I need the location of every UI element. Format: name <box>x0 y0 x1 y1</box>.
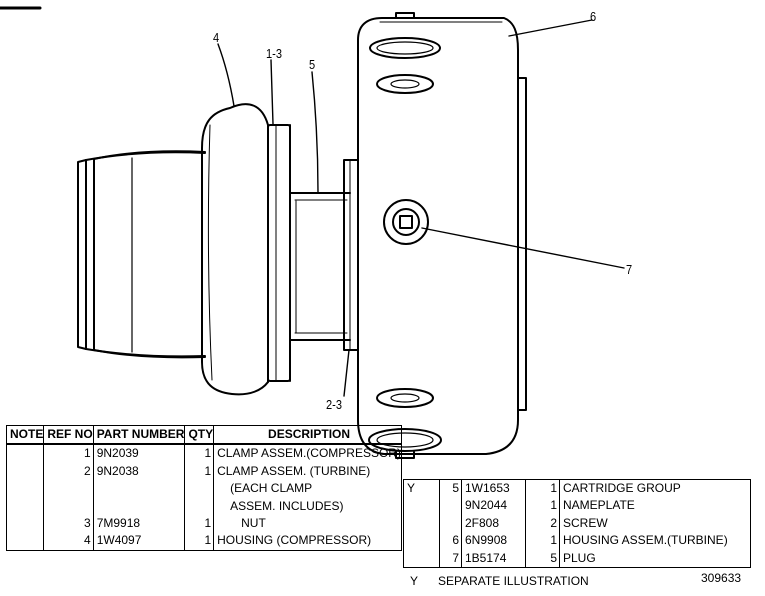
table-row: 7 1B5174 5 PLUG <box>403 549 751 568</box>
table-row: 3 7M9918 1 NUT <box>6 515 402 533</box>
cell-qty: 2 <box>525 514 560 533</box>
cell-qty: 1 <box>184 444 215 463</box>
compressor-housing <box>201 103 269 396</box>
cell-part: 1W4097 <box>93 532 186 551</box>
cell-ref <box>43 480 94 498</box>
cell-qty: 1 <box>184 532 215 551</box>
table-row: (EACH CLAMP <box>6 480 402 498</box>
callout-1-3: 1-3 <box>266 46 282 61</box>
compressor-outlet <box>77 150 206 359</box>
cell-part: 7M9918 <box>93 515 186 533</box>
footnote-mark: Y <box>410 574 419 588</box>
turbine-clamp <box>343 159 359 351</box>
cell-desc: HOUSING (COMPRESSOR) <box>217 533 372 548</box>
cell-note <box>6 515 45 533</box>
cell-part <box>93 480 186 498</box>
cell-part: 2F808 <box>461 514 526 533</box>
cell-note <box>403 532 440 550</box>
callout-2-3: 2-3 <box>326 397 342 412</box>
cell-part: 1W1653 <box>461 479 526 498</box>
table-row: Y 5 1W1653 1 CARTRIDGE GROUP <box>403 479 751 498</box>
table-row: 2F808 2 SCREW <box>403 514 751 533</box>
turbine-housing <box>357 12 527 459</box>
header-ref-no: REF NO <box>43 425 94 446</box>
cell-ref: 7 <box>439 549 462 568</box>
cell-ref: 3 <box>43 515 94 533</box>
cell-desc: ASSEM. INCLUDES) <box>230 498 344 513</box>
cell-ref: 5 <box>439 479 462 498</box>
cell-desc: CLAMP ASSEM.(COMPRESSOR) <box>217 446 401 461</box>
leader-lines <box>217 19 625 397</box>
header-qty: QTY <box>184 425 215 446</box>
cell-note <box>403 514 440 533</box>
cell-note: Y <box>403 479 440 498</box>
plug <box>383 199 429 245</box>
cell-desc: SCREW <box>563 515 608 530</box>
cell-qty: 1 <box>525 479 560 498</box>
table-header-row: NOTE REF NO PART NUMBER QTY DESCRIPTION <box>6 425 402 446</box>
cell-part: 9N2039 <box>93 444 186 463</box>
cell-part: 9N2038 <box>93 462 186 481</box>
cell-note <box>6 497 45 516</box>
table-row: 2 9N2038 1 CLAMP ASSEM. (TURBINE) <box>6 462 402 481</box>
cell-desc: CLAMP ASSEM. (TURBINE) <box>217 463 371 478</box>
footnote-text: SEPARATE ILLUSTRATION <box>438 574 589 588</box>
cell-qty: 5 <box>525 549 560 568</box>
cell-desc: NUT <box>241 516 266 531</box>
cell-note <box>6 480 45 498</box>
cell-ref <box>439 514 462 533</box>
table-row: 4 1W4097 1 HOUSING (COMPRESSOR) <box>6 532 402 551</box>
header-part-number: PART NUMBER <box>93 425 186 446</box>
parts-table-left: NOTE REF NO PART NUMBER QTY DESCRIPTION … <box>6 425 402 551</box>
cell-ref <box>439 497 462 515</box>
cell-note <box>6 532 45 551</box>
callout-6: 6 <box>590 9 597 24</box>
callout-5: 5 <box>309 57 316 72</box>
cell-qty: 1 <box>525 497 560 515</box>
cell-ref: 4 <box>43 532 94 551</box>
header-note: NOTE <box>6 425 45 446</box>
callout-7: 7 <box>626 262 633 277</box>
cell-qty <box>184 497 215 516</box>
cell-ref: 1 <box>43 444 94 463</box>
cell-part: 9N2044 <box>461 497 526 515</box>
header-description: DESCRIPTION <box>213 425 402 446</box>
cell-note <box>403 497 440 515</box>
cell-note <box>6 462 45 481</box>
table-row: 9N2044 1 NAMEPLATE <box>403 497 751 515</box>
cell-qty: 1 <box>184 462 215 481</box>
cell-part: 6N9908 <box>461 532 526 550</box>
cell-note <box>6 444 45 463</box>
cell-desc: (EACH CLAMP <box>230 481 313 496</box>
parts-table-right: Y 5 1W1653 1 CARTRIDGE GROUP 9N2044 1 NA… <box>403 479 751 569</box>
cell-note <box>403 549 440 568</box>
cell-qty: 1 <box>184 515 215 533</box>
center-housing <box>289 192 351 341</box>
cell-desc: CARTRIDGE GROUP <box>563 481 681 495</box>
cell-ref: 2 <box>43 462 94 481</box>
cell-part <box>93 497 186 516</box>
cell-desc: PLUG <box>563 550 596 565</box>
cell-desc: NAMEPLATE <box>563 498 635 513</box>
table-row: 6 6N9908 1 HOUSING ASSEM.(TURBINE) <box>403 532 751 550</box>
cell-qty <box>184 480 215 498</box>
cell-desc: HOUSING ASSEM.(TURBINE) <box>563 533 728 548</box>
cell-part: 1B5174 <box>461 549 526 568</box>
compressor-clamp <box>267 124 291 382</box>
cell-ref: 6 <box>439 532 462 550</box>
cell-qty: 1 <box>525 532 560 550</box>
callout-4: 4 <box>213 30 220 45</box>
illustration-number: 309633 <box>701 571 742 585</box>
footnote: Y SEPARATE ILLUSTRATION <box>410 574 589 588</box>
cell-ref <box>43 497 94 516</box>
table-row: ASSEM. INCLUDES) <box>6 497 402 516</box>
table-row: 1 9N2039 1 CLAMP ASSEM.(COMPRESSOR) <box>6 444 402 463</box>
